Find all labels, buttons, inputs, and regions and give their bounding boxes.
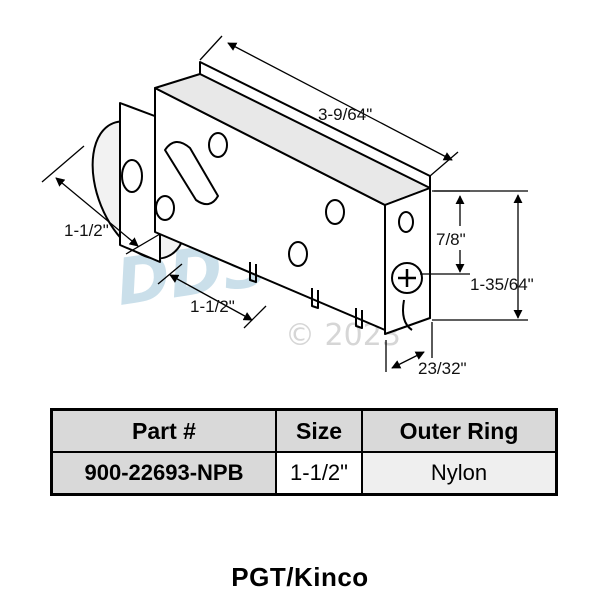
cell-part-number: 900-22693-NPB	[50, 451, 277, 496]
header-size: Size	[275, 408, 363, 453]
hole-icon	[208, 132, 228, 158]
adjustment-slot	[164, 141, 219, 206]
dim-width-label: 23/32"	[418, 359, 467, 378]
hole-icon	[288, 241, 308, 267]
end-face	[384, 187, 431, 335]
spec-table-header: Part # Size Outer Ring	[50, 408, 558, 453]
dim-axle-height-label: 7/8"	[436, 230, 466, 249]
hole-icon	[155, 195, 175, 221]
dimension-lines	[41, 35, 528, 372]
header-part: Part #	[50, 408, 277, 453]
hole-icon	[398, 211, 414, 233]
dim-wheel-diameter-label: 1-1/2"	[64, 221, 109, 240]
dim-wheel-offset-label: 1-1/2"	[190, 297, 235, 316]
cell-size: 1-1/2"	[275, 451, 363, 496]
header-outer-ring: Outer Ring	[361, 408, 558, 453]
cell-outer-ring: Nylon	[361, 451, 558, 496]
dimension-labels: 3-9/64" 1-1/2" 1-1/2" 7/8" 1-35/64" 23/3…	[64, 105, 534, 378]
hole-icon	[325, 199, 345, 225]
dim-height-label: 1-35/64"	[470, 275, 534, 294]
spec-table: Part # Size Outer Ring 900-22693-NPB 1-1…	[50, 408, 558, 496]
brand-title: PGT/Kinco	[231, 562, 369, 592]
axle-icon	[121, 159, 143, 193]
dim-length-label: 3-9/64"	[318, 105, 372, 124]
table-row: 900-22693-NPB 1-1/2" Nylon	[50, 451, 558, 496]
roller-assembly-drawing: DDS inc © 2023	[41, 35, 534, 378]
